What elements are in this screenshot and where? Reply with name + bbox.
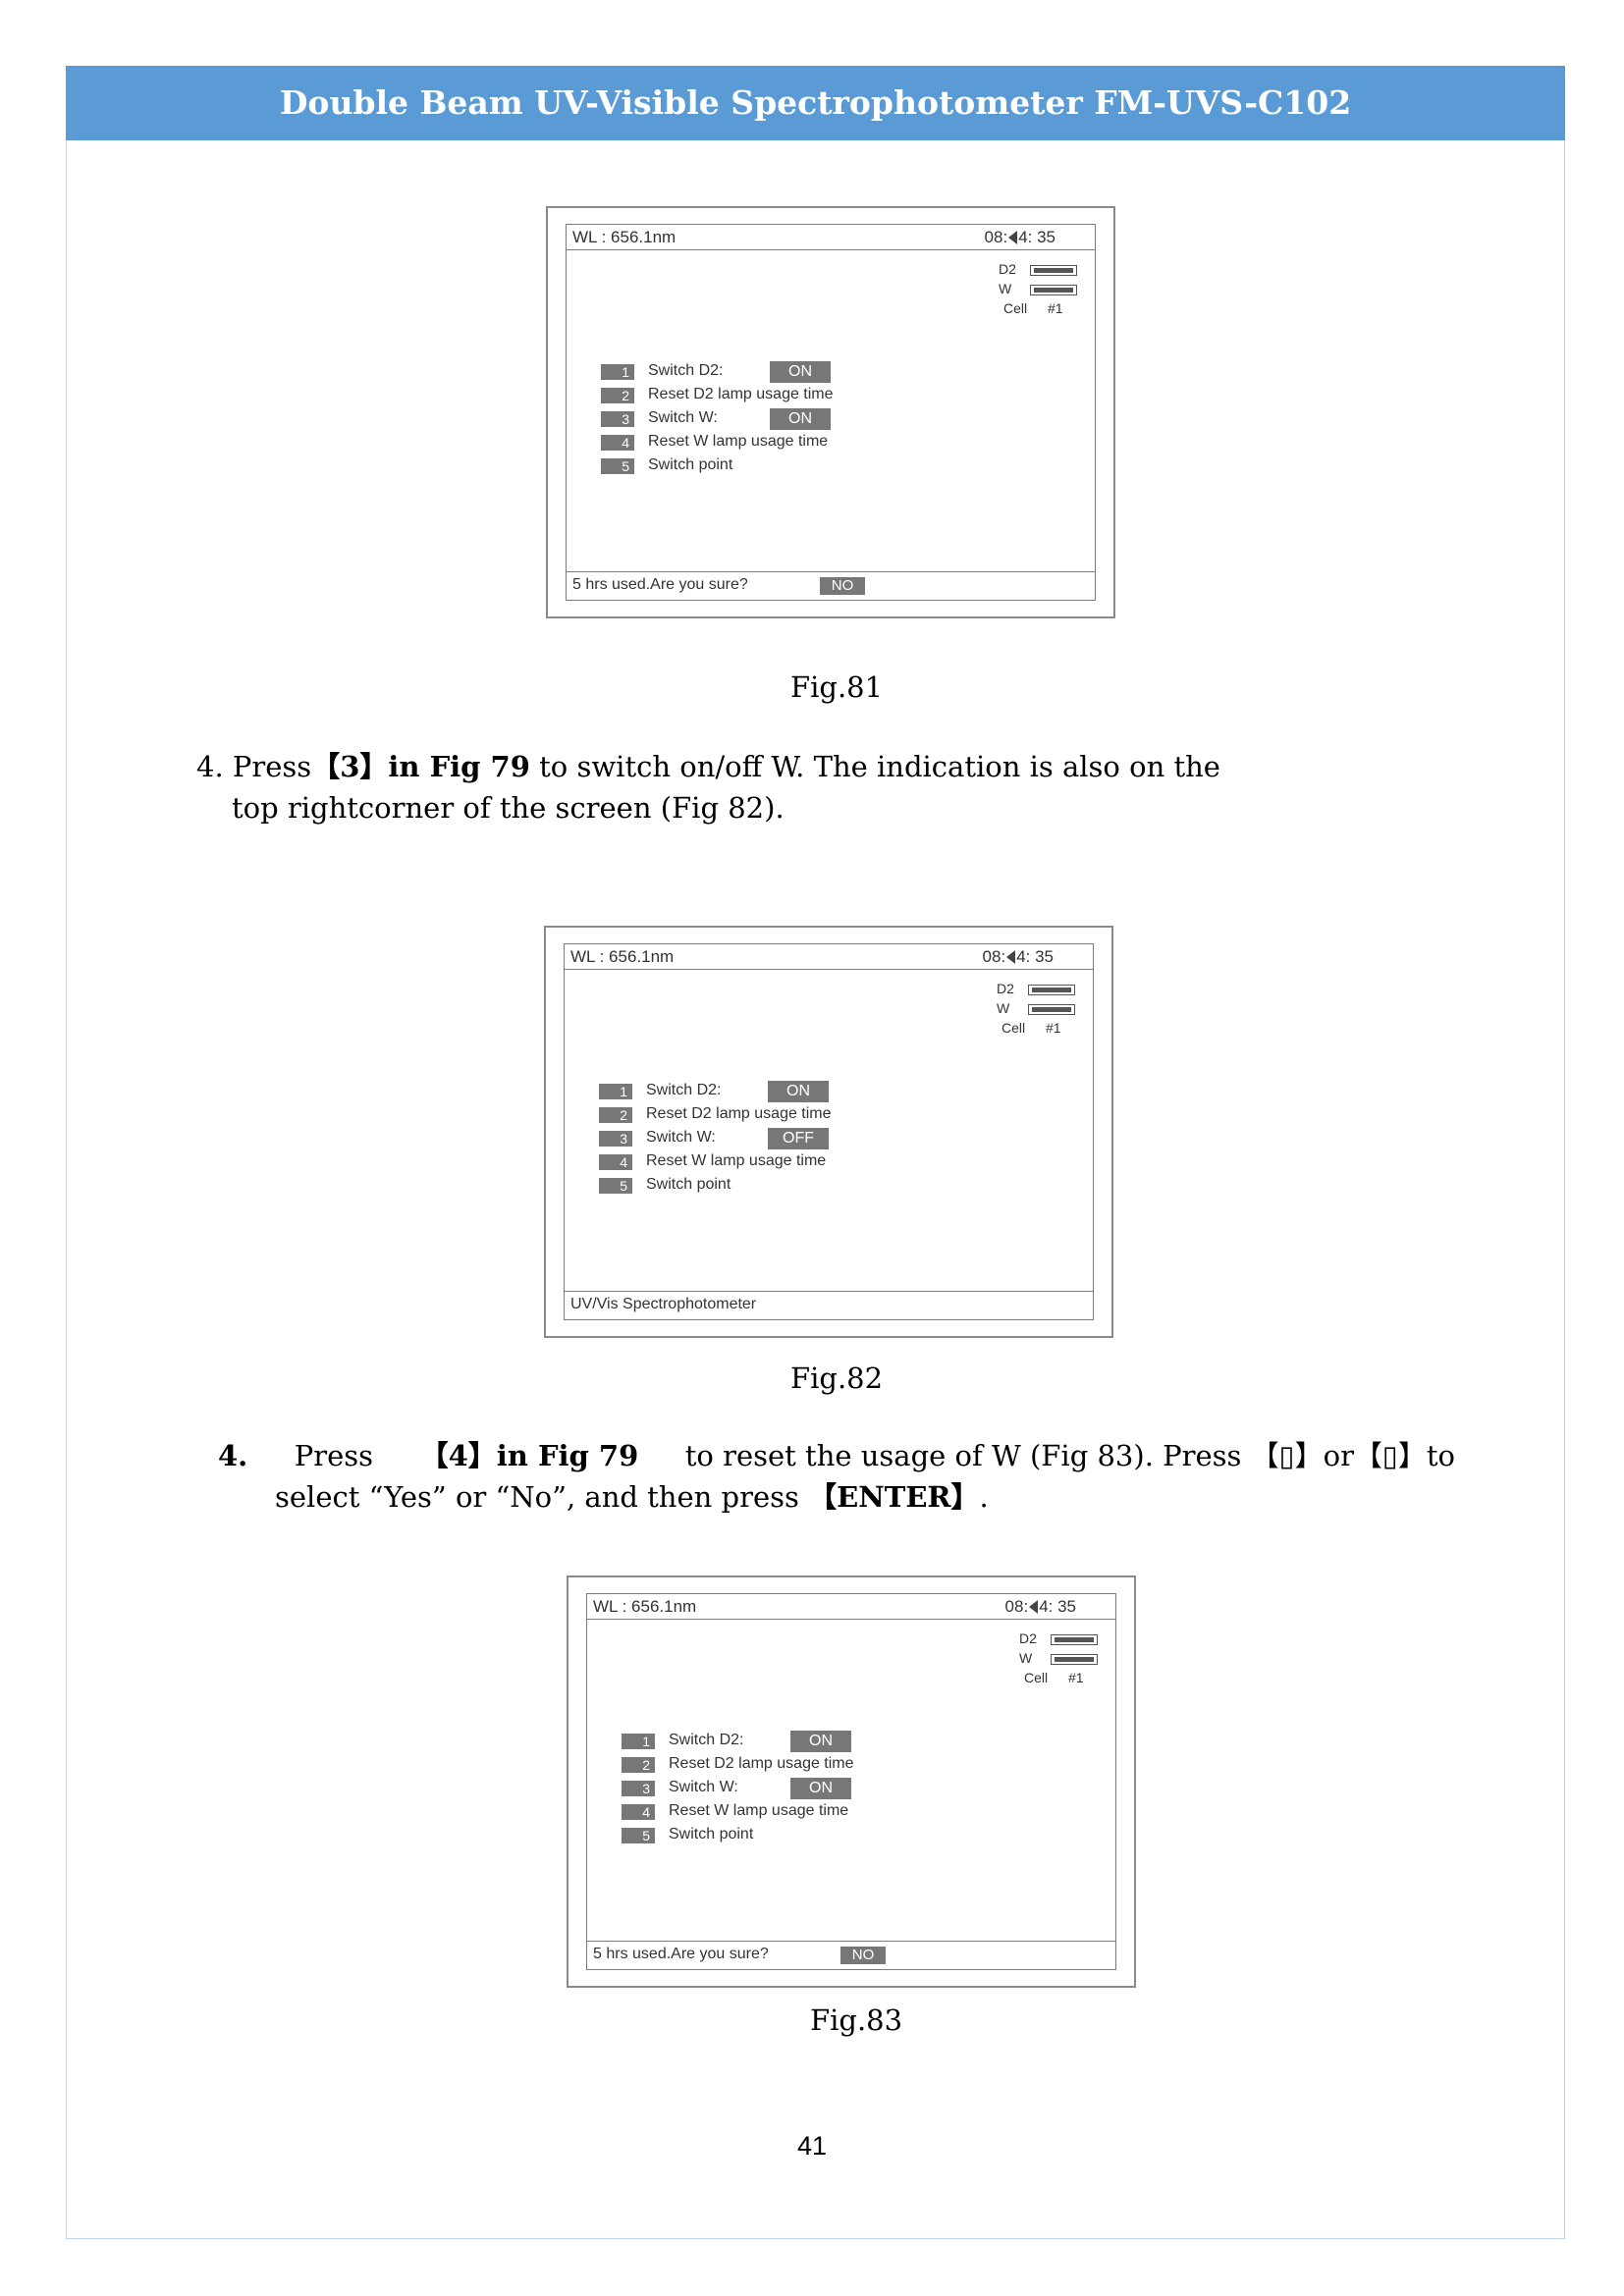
step-switch-w: 4. Press【3】in Fig 79 to switch on/off W.… xyxy=(196,750,1220,825)
cell-label: Cell xyxy=(1024,1670,1049,1685)
speaker-icon xyxy=(1008,231,1018,244)
w-lamp-icon xyxy=(1030,285,1077,295)
wavelength-readout: WL : 656.1nm xyxy=(593,1597,697,1616)
d2-label: D2 xyxy=(1019,1630,1037,1646)
d2-lamp-icon xyxy=(1028,985,1075,995)
caption-fig82: Fig.82 xyxy=(790,1362,884,1395)
value-badge: ON xyxy=(790,1778,851,1799)
w-label: W xyxy=(999,281,1012,296)
caption-fig83: Fig.83 xyxy=(810,2003,903,2037)
d2-lamp-icon xyxy=(1051,1634,1098,1645)
w-label: W xyxy=(997,1000,1010,1016)
page-number: 41 xyxy=(796,2131,828,2161)
clock: 08:4: 35 xyxy=(982,947,1054,966)
step-reset-w: 4. Press 【4】in Fig 79 to reset the usage… xyxy=(218,1439,1455,1514)
d2-label: D2 xyxy=(999,261,1016,277)
d2-lamp-icon xyxy=(1030,265,1077,276)
clock: 08:4: 35 xyxy=(984,228,1056,246)
header-banner: Double Beam UV-Visible Spectrophotometer… xyxy=(66,66,1565,140)
value-badge: ON xyxy=(790,1731,851,1752)
screen-topbar: WL : 656.1nm 08:4: 35 xyxy=(567,225,1095,250)
lamp-status: D2 W Cell #1 xyxy=(1019,1629,1110,1688)
status-message: UV/Vis Spectrophotometer xyxy=(570,1296,757,1312)
d2-label: D2 xyxy=(997,981,1014,996)
clock: 08:4: 35 xyxy=(1004,1597,1076,1616)
screen-bottombar: 5 hrs used.Are you sure? NO xyxy=(567,571,1095,600)
wavelength-readout: WL : 656.1nm xyxy=(572,228,677,246)
value-badge: ON xyxy=(770,361,831,383)
screen-topbar: WL : 656.1nm 08:4: 35 xyxy=(587,1594,1115,1620)
cell-number: #1 xyxy=(1046,1020,1061,1036)
lamp-status: D2 W Cell #1 xyxy=(997,980,1087,1039)
w-label: W xyxy=(1019,1650,1033,1666)
screen-bottombar: UV/Vis Spectrophotometer xyxy=(565,1291,1093,1319)
no-badge[interactable]: NO xyxy=(840,1947,886,1964)
speaker-icon xyxy=(1029,1600,1039,1614)
no-badge[interactable]: NO xyxy=(820,577,865,595)
status-message: 5 hrs used.Are you sure? xyxy=(572,576,748,593)
value-badge: OFF xyxy=(768,1128,829,1149)
status-message: 5 hrs used.Are you sure? xyxy=(593,1946,769,1962)
value-badge: ON xyxy=(770,408,831,430)
w-lamp-icon xyxy=(1028,1004,1075,1015)
cell-number: #1 xyxy=(1048,300,1063,316)
cell-number: #1 xyxy=(1068,1670,1084,1685)
screen-bottombar: 5 hrs used.Are you sure? NO xyxy=(587,1941,1115,1969)
lamp-status: D2 W Cell #1 xyxy=(999,260,1089,319)
w-lamp-icon xyxy=(1051,1654,1098,1665)
wavelength-readout: WL : 656.1nm xyxy=(570,947,675,966)
cell-label: Cell xyxy=(1001,1020,1026,1036)
value-badge: ON xyxy=(768,1081,829,1102)
cell-label: Cell xyxy=(1003,300,1028,316)
caption-fig81: Fig.81 xyxy=(790,670,884,704)
screen-topbar: WL : 656.1nm 08:4: 35 xyxy=(565,944,1093,970)
speaker-icon xyxy=(1006,950,1016,964)
